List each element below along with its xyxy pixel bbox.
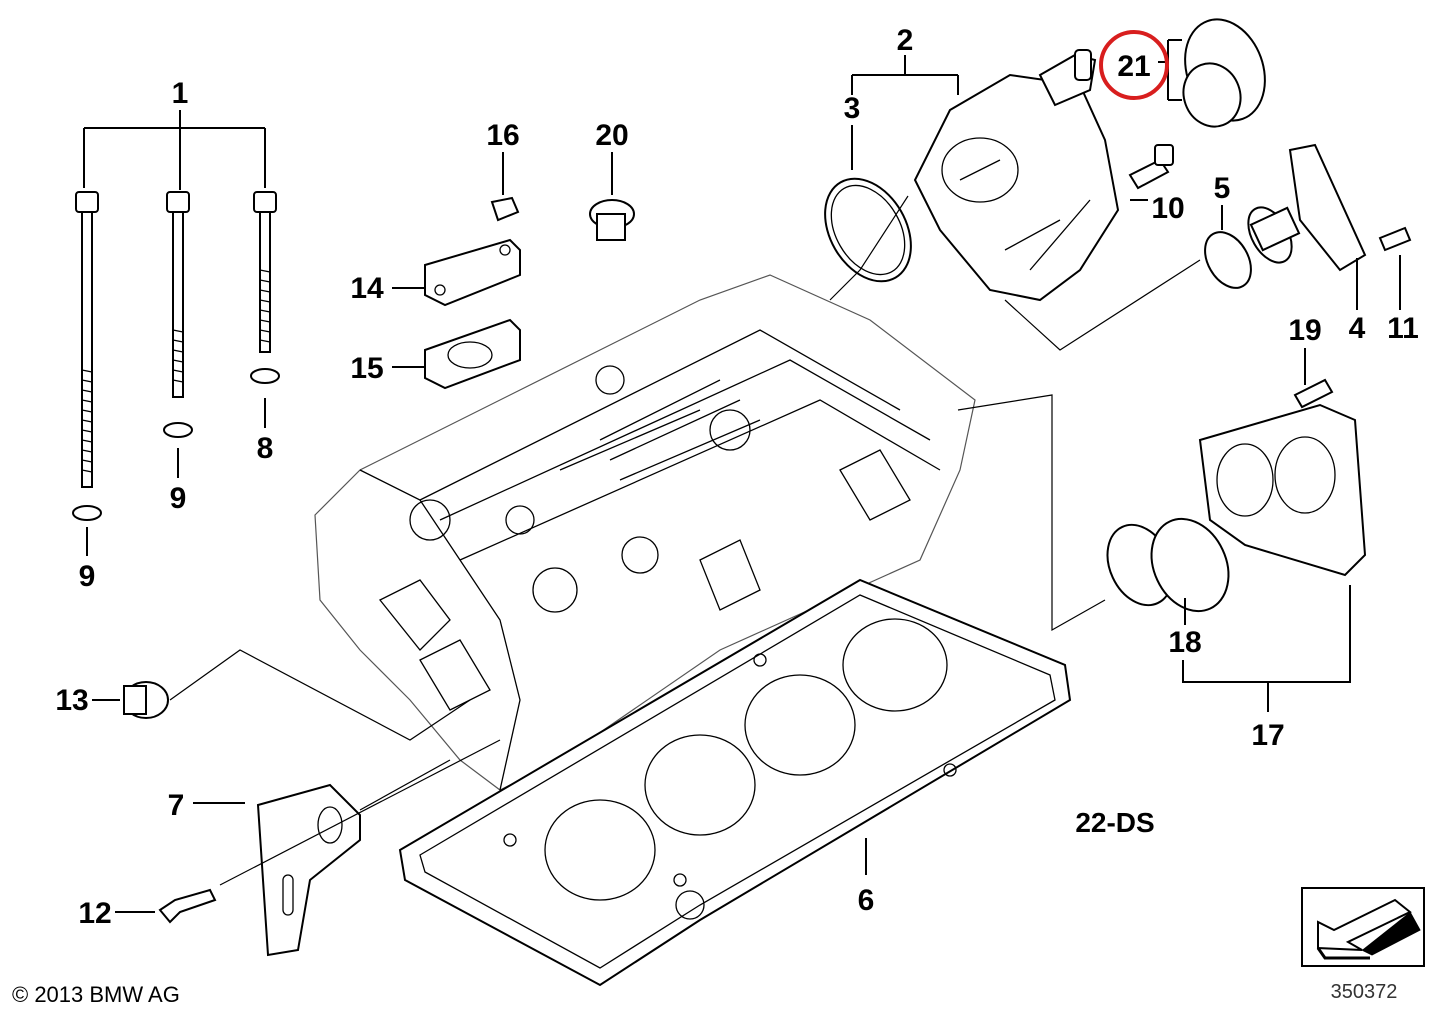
callout-2: 2 <box>897 24 914 57</box>
callout-11: 11 <box>1387 312 1419 345</box>
callout-9b: 9 <box>79 560 96 593</box>
callout-labels: 1 2 3 4 5 6 7 8 9 9 10 11 12 13 14 15 16… <box>55 24 1419 930</box>
callout-8: 8 <box>257 432 274 465</box>
callout-4: 4 <box>1349 312 1366 345</box>
callout-18: 18 <box>1168 626 1201 659</box>
right-side-parts <box>1106 143 1412 613</box>
callout-21: 21 <box>1117 50 1150 83</box>
callout-13: 13 <box>55 684 88 717</box>
callout-3: 3 <box>844 92 861 125</box>
group-ref: 22-DS <box>1075 807 1154 838</box>
callout-15: 15 <box>350 352 383 385</box>
callout-10: 10 <box>1151 192 1184 225</box>
cylinder-head <box>314 274 976 791</box>
callout-12: 12 <box>78 897 111 930</box>
orientation-arrow-icon <box>1301 887 1425 967</box>
callout-19: 19 <box>1288 314 1321 347</box>
small-parts <box>123 196 635 957</box>
callout-1: 1 <box>172 77 189 110</box>
callout-16: 16 <box>486 119 519 152</box>
image-number: 350372 <box>1331 981 1398 1003</box>
dash-lines <box>169 195 1201 886</box>
callout-14: 14 <box>350 272 384 305</box>
callout-17: 17 <box>1251 719 1284 752</box>
copyright: © 2013 BMW AG <box>12 982 180 1007</box>
head-gasket <box>398 578 1072 987</box>
head-bolts <box>72 191 280 521</box>
highlight-circle <box>1099 30 1169 100</box>
callout-5: 5 <box>1214 172 1231 205</box>
vacuum-pump <box>824 18 1266 302</box>
callout-7: 7 <box>168 789 185 822</box>
callout-20: 20 <box>595 119 628 152</box>
callout-6: 6 <box>858 884 875 917</box>
callout-9a: 9 <box>170 482 187 515</box>
